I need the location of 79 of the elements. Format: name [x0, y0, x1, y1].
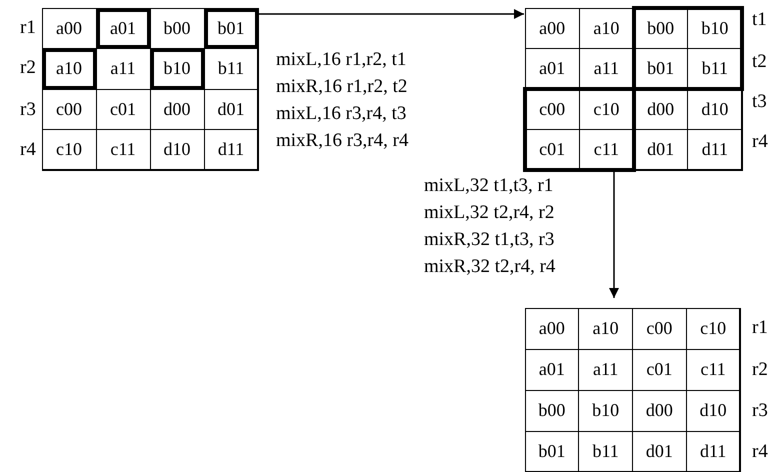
table-cell	[96, 8, 150, 49]
row-label: r4	[752, 442, 768, 461]
cell-text: c01	[646, 359, 672, 380]
cell-text: c10	[56, 139, 82, 160]
cell-text: b10	[164, 58, 190, 80]
row-label: r3	[20, 100, 36, 119]
row-label: t2	[752, 52, 767, 71]
cell-text: b01	[218, 18, 244, 39]
table-cell	[687, 129, 742, 170]
cell-text: d10	[700, 400, 727, 421]
cell-text: d00	[164, 98, 190, 120]
cell-text: d01	[647, 139, 674, 160]
row-label: r2	[752, 360, 768, 379]
cell-text: d10	[701, 98, 728, 120]
operation-text: mixR,16 r3,r4, r4	[276, 131, 408, 150]
row-label: r4	[752, 132, 768, 151]
cell-text: a11	[110, 58, 136, 80]
cell-text: d11	[700, 441, 726, 462]
row-label: r2	[20, 58, 36, 77]
cell-text: b10	[701, 18, 728, 39]
table-grid	[525, 8, 742, 170]
arrow	[609, 170, 619, 298]
cell-text: a01	[110, 18, 136, 39]
cell-text: a00	[539, 18, 566, 39]
row-label: t3	[752, 92, 767, 111]
table-cell	[204, 129, 258, 170]
row-label: r1	[752, 318, 768, 337]
cell-text: c00	[646, 318, 672, 339]
cell-text: c01	[110, 98, 136, 120]
row-label: r4	[20, 140, 36, 159]
cell-text: a11	[592, 359, 618, 380]
cell-text: c00	[539, 98, 566, 120]
cell-text: c00	[56, 98, 82, 120]
operation-text: mixL,32 t1,t3, r1	[424, 176, 554, 195]
cell-text: d10	[164, 139, 190, 160]
operation-text: mixL,32 t2,r4, r2	[424, 203, 554, 222]
cell-text: a10	[593, 18, 620, 39]
cell-text: c10	[700, 318, 726, 339]
row-label: t1	[752, 10, 767, 29]
cell-text: a10	[592, 318, 619, 339]
cell-text: b01	[647, 58, 674, 80]
cell-text: b00	[538, 400, 566, 421]
cell-text: a00	[538, 318, 565, 339]
cell-text: b00	[647, 18, 674, 39]
cell-text: c11	[700, 359, 726, 380]
row-label: r1	[20, 18, 36, 37]
cell-text: b11	[702, 58, 728, 80]
cell-text: c10	[593, 98, 620, 120]
cell-text: c11	[110, 139, 136, 160]
operation-text: mixR,32 t1,t3, r3	[424, 230, 554, 249]
table-cell	[204, 8, 258, 49]
cell-text: d01	[218, 98, 244, 120]
cell-text: a10	[56, 58, 82, 80]
table-cell	[42, 48, 96, 90]
cell-text: b11	[592, 441, 619, 462]
cell-text: d11	[702, 139, 728, 160]
cell-text: b11	[218, 58, 244, 80]
operation-text: mixR,16 r1,r2, t2	[276, 77, 408, 96]
cell-text: d00	[647, 98, 674, 120]
cell-text: a01	[538, 359, 565, 380]
table-cell	[150, 48, 204, 90]
row-label: r3	[752, 401, 768, 420]
cell-text: d11	[218, 139, 244, 160]
operation-text: mixL,16 r3,r4, t3	[276, 104, 406, 123]
cell-text: a01	[539, 58, 566, 80]
cell-text: d01	[646, 441, 673, 462]
cell-text: c01	[539, 139, 566, 160]
cell-text: b01	[538, 441, 566, 462]
cell-text: c11	[594, 139, 620, 160]
table-grid	[42, 8, 258, 170]
table-grid	[525, 308, 740, 472]
operation-text: mixR,32 t2,r4, r4	[424, 257, 556, 276]
cell-text: b00	[164, 18, 190, 39]
cell-text: d00	[646, 400, 673, 421]
cell-text: a00	[56, 18, 82, 39]
operation-text: mixL,16 r1,r2, t1	[276, 50, 406, 69]
arrow	[258, 9, 524, 19]
cell-text: b10	[592, 400, 620, 421]
cell-text: a11	[594, 58, 620, 80]
